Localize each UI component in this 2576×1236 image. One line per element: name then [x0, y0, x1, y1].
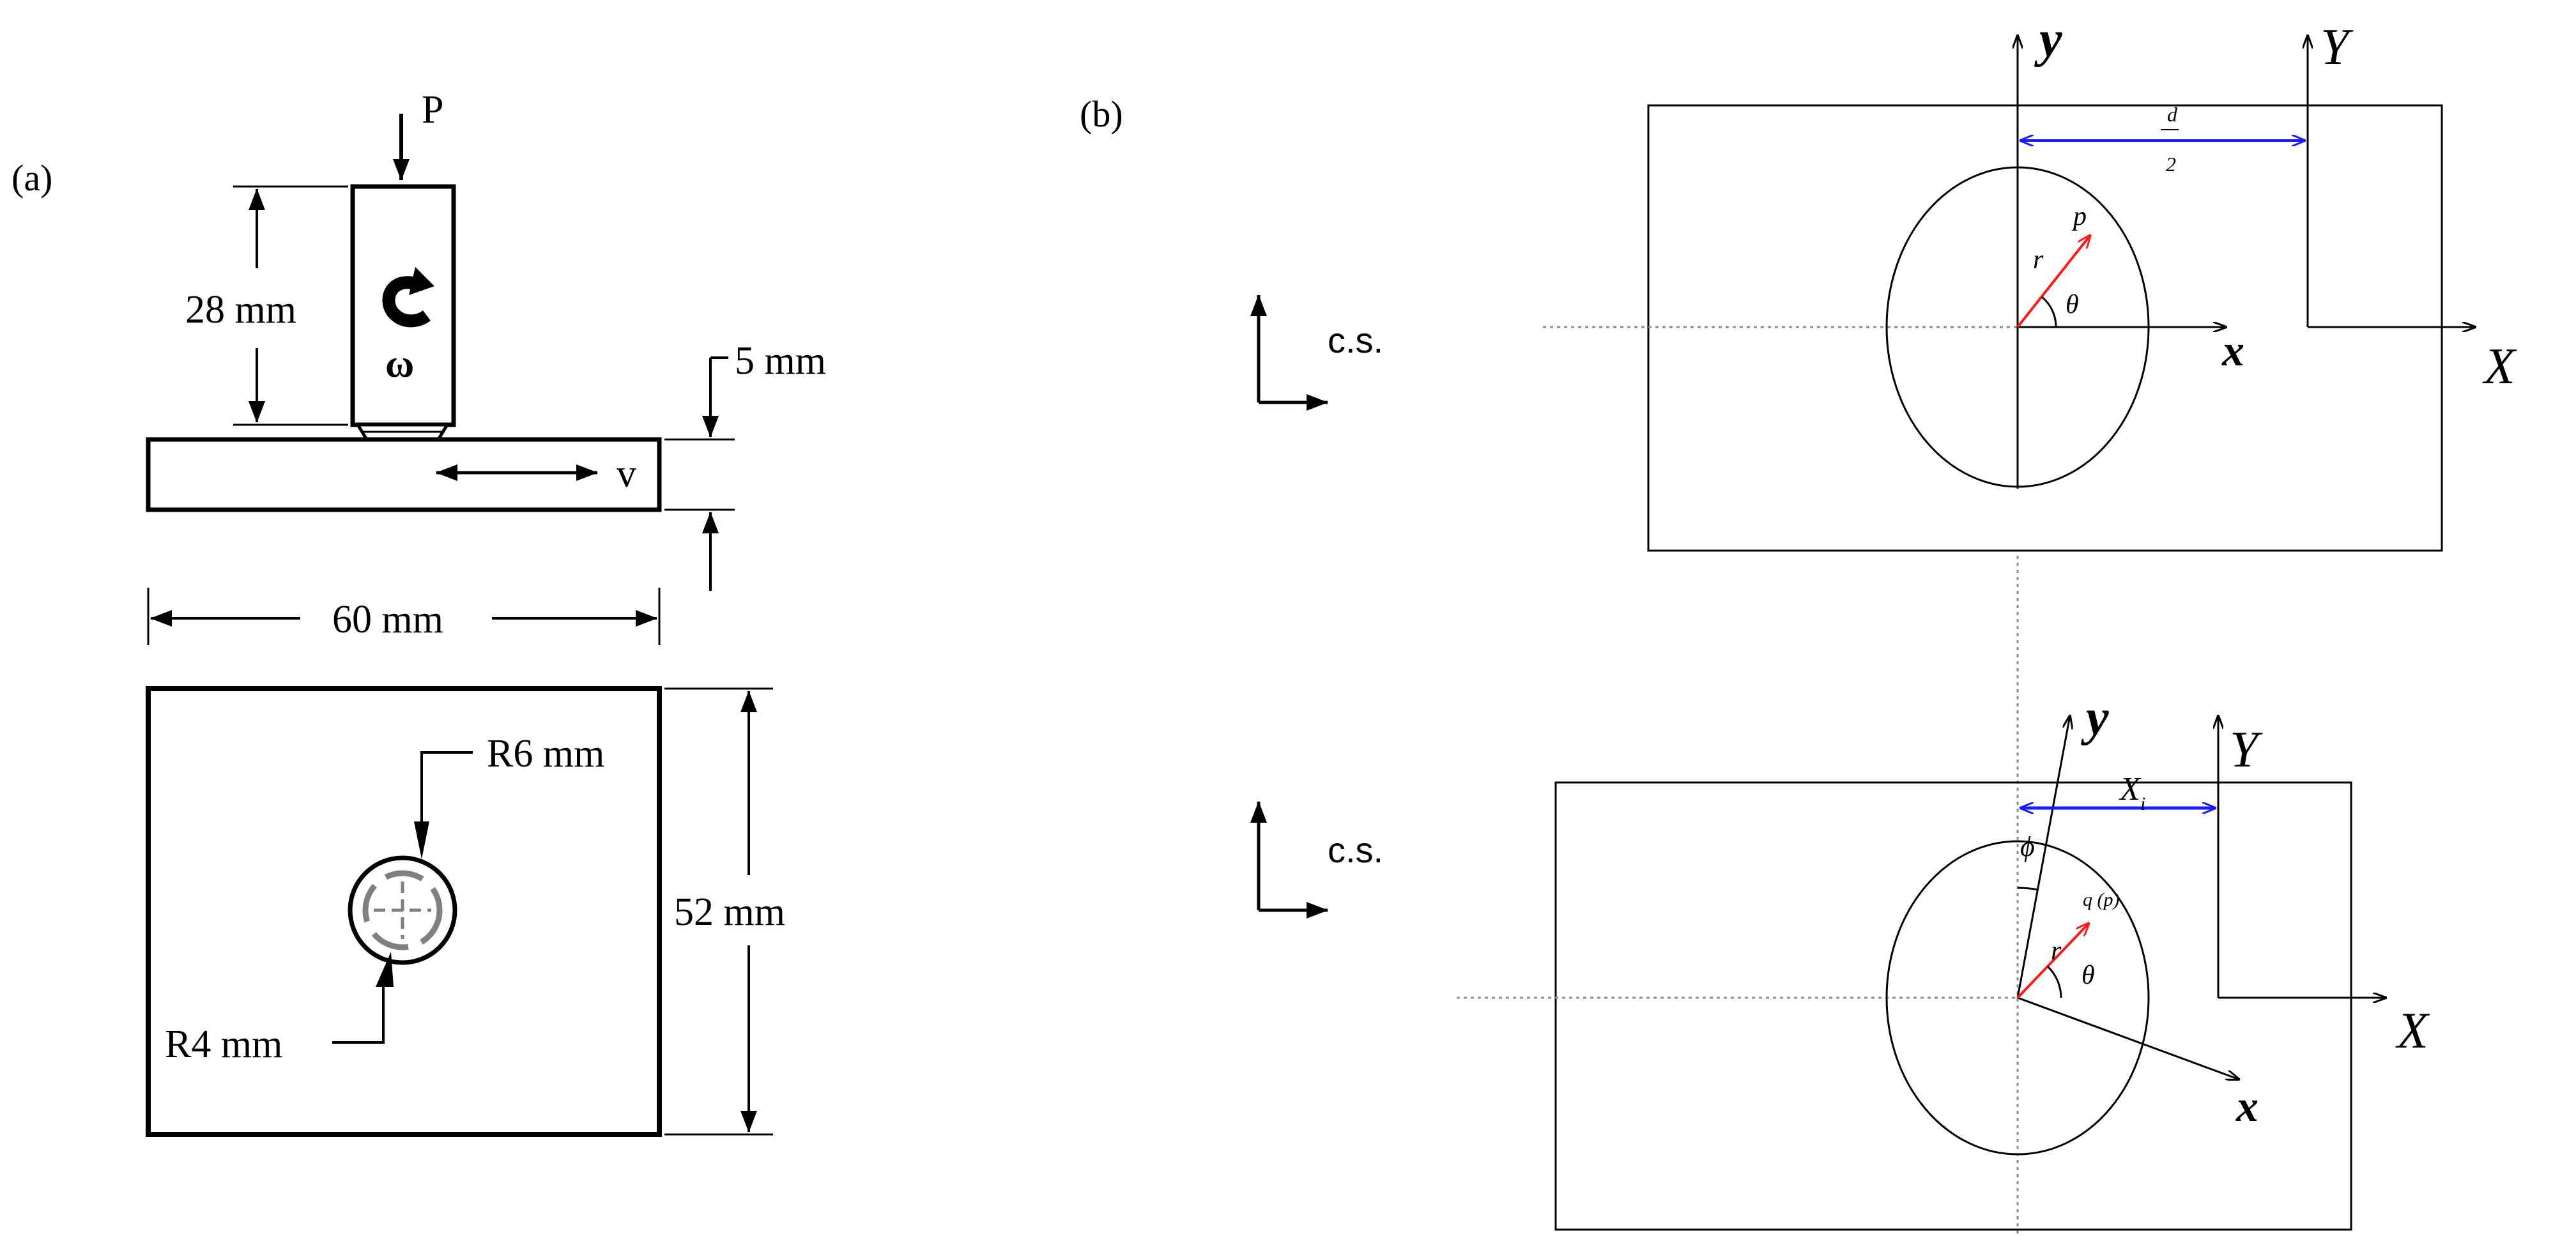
radius-label-bottom: r	[2051, 936, 2062, 966]
global-X-label-top: X	[2482, 339, 2517, 395]
pin-radius-arrowhead	[376, 952, 394, 987]
local-x-label-bottom: x	[2235, 1082, 2258, 1131]
plate-top	[146, 686, 662, 1137]
heat-source-circle-bottom	[1885, 840, 2150, 1156]
radius-vector-bottom	[2016, 923, 2089, 999]
offset-numerator-top: d	[2167, 103, 2178, 126]
length-label: 52 mm	[674, 890, 785, 934]
shoulder-radius-arrowhead	[414, 821, 429, 859]
plate-side	[146, 437, 662, 512]
local-y-axis-bottom	[2016, 715, 2070, 998]
width-label: 60 mm	[332, 598, 443, 641]
shoulder-radius-leader	[420, 751, 473, 824]
angle-label-top: θ	[2066, 290, 2079, 319]
shoulder-radius-label: R6 mm	[487, 732, 604, 775]
pin-radius-leader	[332, 984, 385, 1044]
omega-label: ω	[385, 342, 414, 386]
local-y-label-top: y	[2034, 11, 2062, 68]
tool-height-label: 28 mm	[185, 288, 296, 332]
radius-vector-top	[2016, 235, 2090, 328]
tool-body	[350, 184, 456, 427]
global-X-label-bottom: X	[2395, 1003, 2430, 1059]
offset-denominator-top: 2	[2166, 153, 2176, 176]
offset-subscript-bottom: i	[2140, 793, 2145, 814]
pin-radius-label: R4 mm	[165, 1023, 282, 1066]
offset-label-bottom: X	[2119, 771, 2142, 807]
global-Y-label-top: Y	[2320, 19, 2354, 75]
radius-label-top: r	[2033, 245, 2044, 275]
cs-label-top: c.s.	[1328, 320, 1383, 360]
velocity-label: v	[617, 452, 636, 496]
phi-arc-bottom	[2017, 887, 2039, 891]
local-x-label-top: x	[2221, 326, 2244, 376]
plate-rect-bottom	[1554, 781, 2352, 1231]
rotation-icon-head	[409, 267, 434, 295]
panel-b-label: (b)	[1080, 93, 1123, 135]
flux-label-bottom: q (p)	[2083, 889, 2119, 910]
panel-b: (b) c.s. y x Y X d	[1080, 11, 2517, 1236]
cs-label-bottom: c.s.	[1328, 830, 1383, 870]
panel-a-label: (a)	[12, 157, 52, 199]
angle-arc-top	[2041, 296, 2057, 328]
thickness-label: 5 mm	[735, 339, 826, 383]
angle-arc-bottom	[2046, 965, 2062, 998]
angle-label-bottom: θ	[2082, 961, 2095, 990]
point-label-top: p	[2071, 202, 2087, 231]
local-y-label-bottom: y	[2080, 690, 2109, 746]
phi-label-bottom: ϕ	[2020, 831, 2035, 862]
shoulder-circle	[348, 855, 457, 965]
global-Y-label-bottom: Y	[2230, 722, 2263, 778]
pin-circle	[362, 870, 443, 950]
bottom-schematic: c.s. y x Y X X i ϕ r	[1250, 690, 2430, 1231]
local-x-axis-bottom	[2017, 996, 2239, 1080]
panel-a: (a) P ω 28 mm v 5 mm 60	[12, 88, 826, 1137]
rotation-icon	[382, 276, 431, 328]
top-schematic: c.s. y x Y X d 2 r p	[1250, 11, 2517, 552]
force-label: P	[422, 88, 443, 132]
